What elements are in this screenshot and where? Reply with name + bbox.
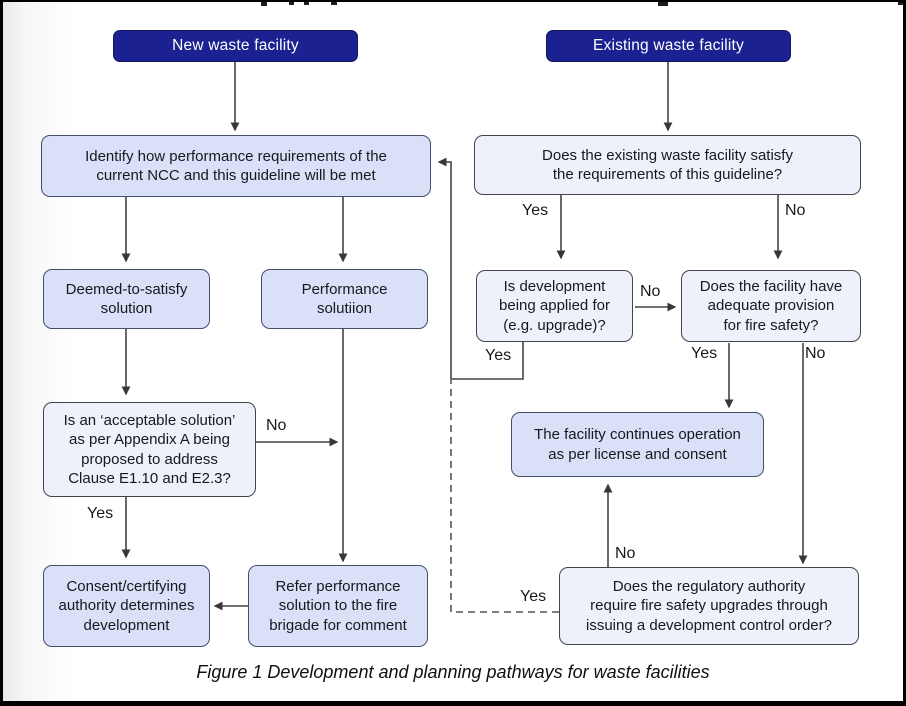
edge-label-isdev-no: No xyxy=(640,283,661,300)
node-is-development-applied: Is development being applied for (e.g. u… xyxy=(476,270,633,342)
edge-label-existing-yes: Yes xyxy=(522,202,549,219)
node-acceptable-solution: Is an ‘acceptable solution’ as per Appen… xyxy=(43,402,256,497)
cropped-text-artifact xyxy=(331,2,337,5)
node-new-waste-facility: New waste facility xyxy=(113,30,358,62)
edge-label-acceptable-no: No xyxy=(266,417,287,434)
node-does-existing-satisfy: Does the existing waste facility satisfy… xyxy=(474,135,861,195)
edge-label-regulatory-yes: Yes xyxy=(520,588,547,605)
cropped-text-artifact xyxy=(261,2,267,6)
figure-caption: Figure 1 Development and planning pathwa… xyxy=(196,662,710,682)
cropped-text-artifact xyxy=(304,2,309,5)
cropped-text-artifact xyxy=(289,2,294,5)
cropped-text-artifact xyxy=(898,2,903,5)
node-existing-waste-facility: Existing waste facility xyxy=(546,30,791,62)
node-performance-solution: Performance solutiion xyxy=(261,269,428,329)
node-does-facility-adequate: Does the facility have adequate provisio… xyxy=(681,270,861,342)
edge-label-existing-no: No xyxy=(785,202,806,219)
node-identify-requirements: Identify how performance requirements of… xyxy=(41,135,431,197)
node-refer-fire-brigade: Refer performance solution to the fire b… xyxy=(248,565,428,647)
edge-label-facility-no: No xyxy=(805,345,826,362)
edge-label-isdev-yes: Yes xyxy=(485,347,512,364)
edge-label-acceptable-yes: Yes xyxy=(87,505,114,522)
node-regulatory-authority: Does the regulatory authority require fi… xyxy=(559,567,859,645)
edge-label-regulatory-no: No xyxy=(615,545,636,562)
node-deemed-to-satisfy: Deemed-to-satisfy solution xyxy=(43,269,210,329)
cropped-text-artifact xyxy=(658,2,668,6)
edge-label-facility-yes: Yes xyxy=(691,345,718,362)
node-consent-authority: Consent/certifying authority determines … xyxy=(43,565,210,647)
node-facility-continues: The facility continues operation as per … xyxy=(511,412,764,477)
